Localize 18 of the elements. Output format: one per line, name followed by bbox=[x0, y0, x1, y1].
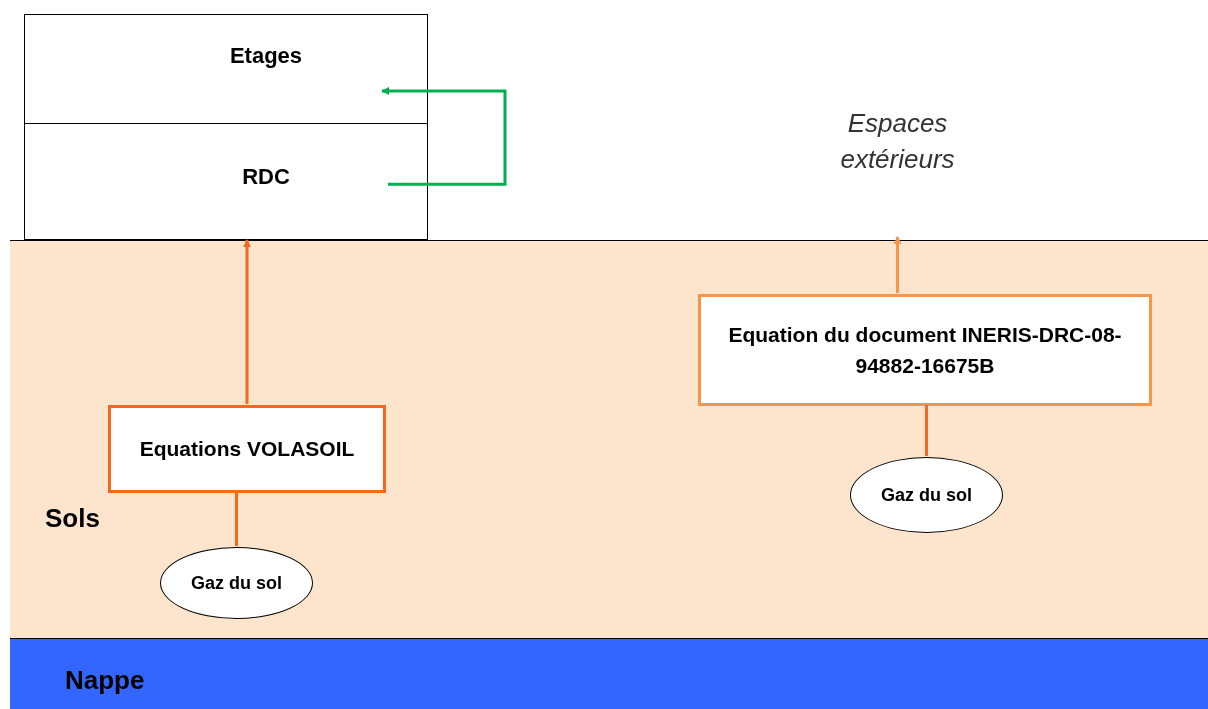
groundwater-layer bbox=[10, 638, 1208, 709]
node-label: Espaces extérieurs bbox=[839, 107, 956, 177]
arrow bbox=[893, 236, 902, 293]
node-label: RDC bbox=[242, 163, 290, 191]
equation-box bbox=[108, 405, 386, 493]
equation-box bbox=[698, 294, 1152, 406]
node-label: Equations VOLASOIL bbox=[139, 436, 355, 463]
arrow bbox=[243, 239, 251, 404]
groundwater-label: Nappe bbox=[65, 664, 145, 697]
ground-floor-band bbox=[24, 124, 428, 240]
node-label: Gaz du sol bbox=[191, 571, 282, 595]
node-label: Etages bbox=[229, 41, 303, 70]
node-label: Equation du document INERIS-DRC-08-94882-16675B bbox=[727, 321, 1123, 379]
floor-band bbox=[24, 14, 428, 124]
arrow bbox=[381, 87, 507, 186]
node-label: Gaz du sol bbox=[881, 483, 972, 507]
soil-layer bbox=[10, 240, 1208, 638]
soil-label: Sols bbox=[45, 502, 100, 535]
